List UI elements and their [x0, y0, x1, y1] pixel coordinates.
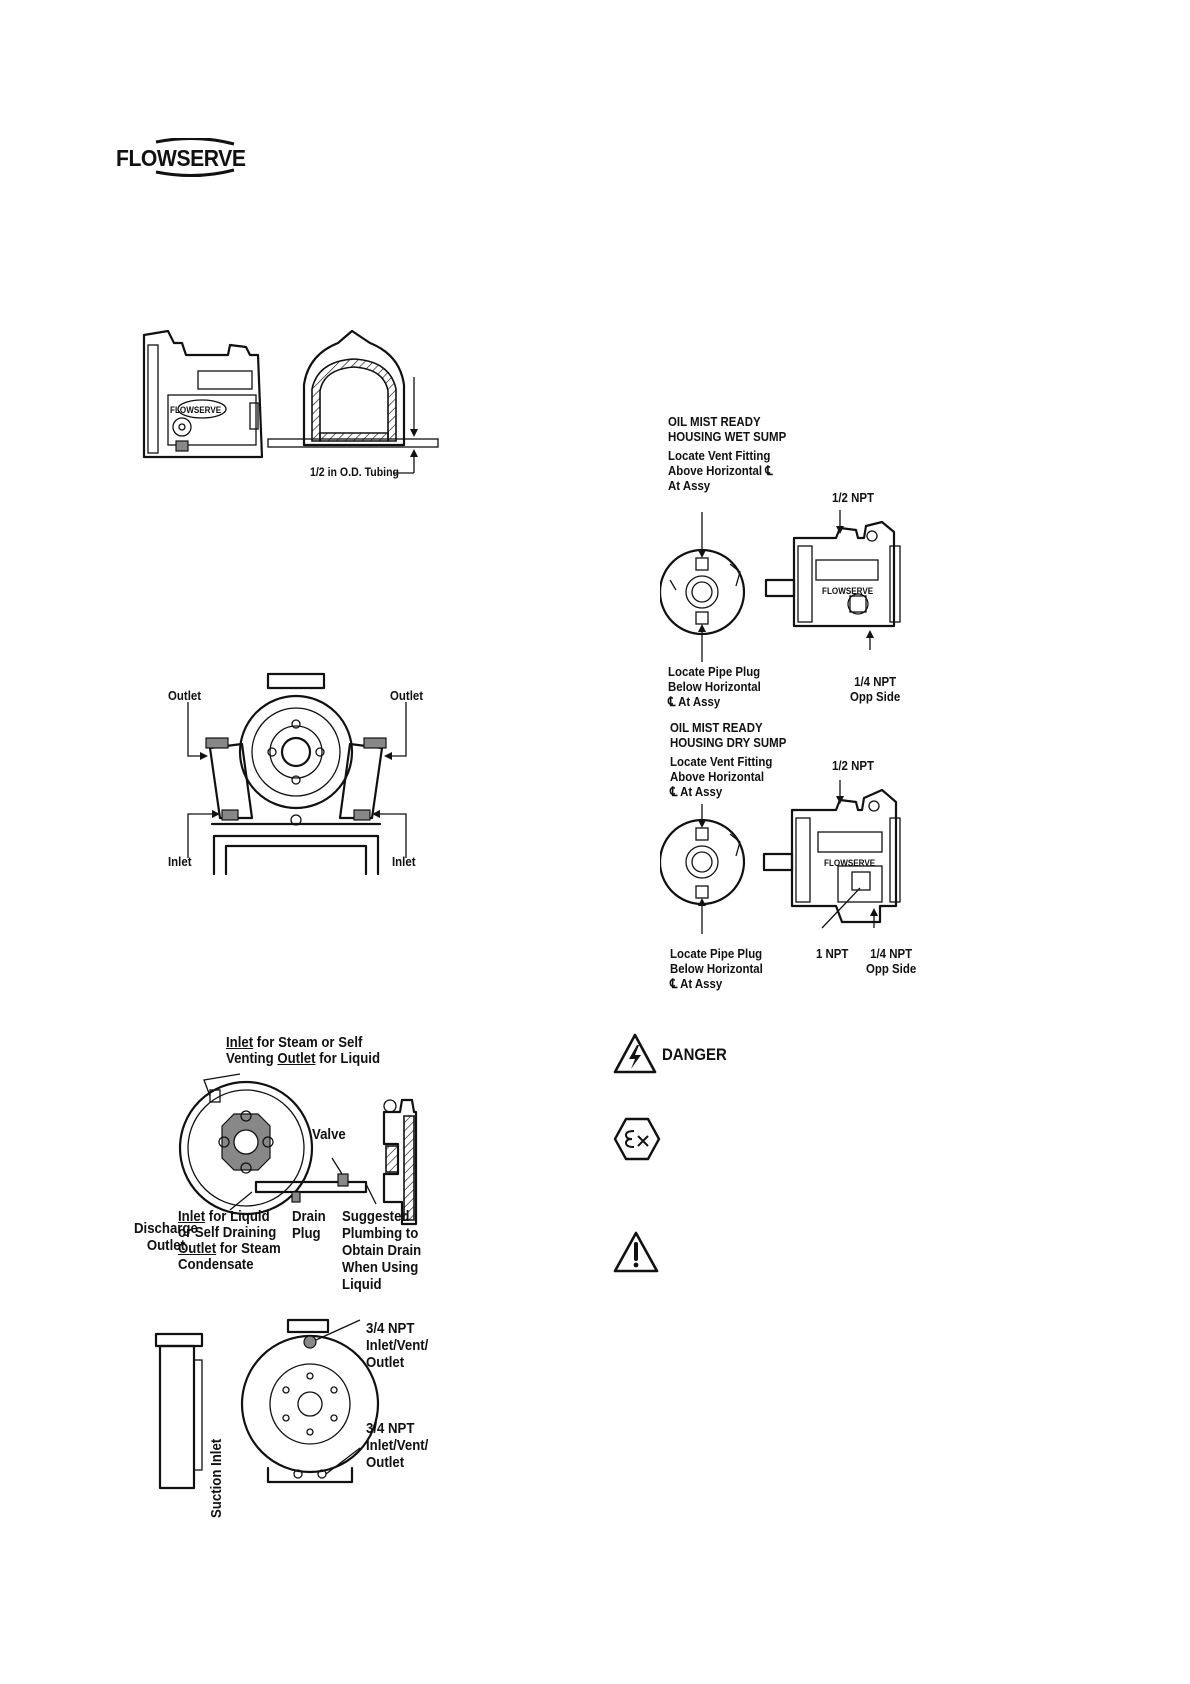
self-draining-label: or Self Draining	[178, 1224, 277, 1241]
dry-sump-npt-one: 1 NPT	[816, 946, 849, 961]
electrical-hazard-icon	[613, 1033, 657, 1074]
dry-sump-drawing	[660, 780, 901, 934]
drain-plug-label: Drain Plug	[292, 1208, 326, 1242]
figure-jacket: Inlet for Steam or Self Venting Outlet f…	[170, 1034, 470, 1293]
tubing-housing-drawing	[142, 329, 439, 474]
suction-inlet-label-wrap: Suction Inlet	[208, 1418, 225, 1518]
caution-symbol	[612, 1230, 662, 1276]
dry-sump-pipe-plug: Locate Pipe Plug Below Horizontal ℄ At A…	[670, 946, 763, 991]
dry-sump-npt-quarter: 1/4 NPT Opp Side	[866, 946, 917, 976]
dry-sump-housing-logo: FLOWSERVE	[824, 858, 876, 868]
explosion-protection-icon	[613, 1117, 661, 1161]
wet-sump-vent-label: Locate Vent Fitting Above Horizontal ℄ A…	[668, 448, 773, 493]
valve-label: Valve	[312, 1126, 346, 1143]
npt-upper-label: 3/4 NPT Inlet/Vent/ Outlet	[366, 1320, 429, 1371]
suction-inlet-label: Suction Inlet	[208, 1438, 225, 1518]
figure-cooling: Outlet Outlet Inlet Inlet	[160, 668, 430, 878]
wet-sump-drawing	[660, 510, 901, 662]
liquid-inlet-label: Inlet for Liquid	[178, 1208, 270, 1225]
npt-lower-label: 3/4 NPT Inlet/Vent/ Outlet	[366, 1420, 429, 1471]
figure-casing: Discharge Outlet Suction Inlet 3/4 NPT I…	[134, 1220, 470, 1518]
venting-outlet-label: Venting Outlet for Liquid	[226, 1050, 381, 1067]
jacket-drawing	[178, 1073, 418, 1226]
flowserve-logo: FLOWSERVE	[116, 138, 266, 178]
wet-sump-npt-quarter: 1/4 NPT Opp Side	[850, 674, 901, 704]
figure-tubing: FLOWSERVE 1/2 in O.D. Tubing	[138, 325, 478, 500]
outlet-right-label: Outlet	[390, 688, 424, 703]
logo-swoosh-icon	[155, 138, 235, 178]
caution-exclamation-icon	[613, 1231, 659, 1273]
logo-text: FLOWSERVE	[116, 145, 246, 171]
wet-sump-pipe-plug: Locate Pipe Plug Below Horizontal ℄ At A…	[668, 664, 761, 709]
figure-dry-sump: OIL MIST READY HOUSING DRY SUMP Locate V…	[660, 720, 950, 992]
cooling-pump-drawing	[187, 672, 407, 876]
steam-outlet-label: Outlet for Steam	[178, 1240, 281, 1257]
ex-symbol	[612, 1116, 662, 1162]
outlet-left-label: Outlet	[168, 688, 202, 703]
figure-wet-sump: OIL MIST READY HOUSING WET SUMP Locate V…	[660, 414, 940, 709]
steam-inlet-label: Inlet for Steam or Self	[226, 1034, 363, 1051]
condensate-label: Condensate	[178, 1256, 254, 1273]
danger-label: DANGER	[662, 1045, 727, 1064]
wet-sump-npt-half: 1/2 NPT	[832, 490, 874, 505]
inlet-right-label: Inlet	[392, 854, 416, 869]
wet-sump-housing-logo: FLOWSERVE	[822, 586, 874, 596]
danger-symbol: DANGER	[612, 1032, 792, 1078]
dry-sump-npt-half: 1/2 NPT	[832, 758, 874, 773]
wet-sump-title: OIL MIST READY HOUSING WET SUMP	[668, 414, 787, 444]
discharge-outlet-label: Discharge Outlet	[134, 1220, 198, 1254]
suggested-plumbing-label: Suggested Plumbing to Obtain Drain When …	[342, 1208, 422, 1293]
casing-drawing	[154, 1318, 380, 1490]
tubing-housing-logo: FLOWSERVE	[170, 405, 222, 415]
inlet-left-label: Inlet	[168, 854, 192, 869]
dry-sump-vent-label: Locate Vent Fitting Above Horizontal ℄ A…	[670, 754, 773, 799]
dry-sump-title: OIL MIST READY HOUSING DRY SUMP	[670, 720, 787, 750]
tubing-label: 1/2 in O.D. Tubing	[310, 465, 399, 479]
